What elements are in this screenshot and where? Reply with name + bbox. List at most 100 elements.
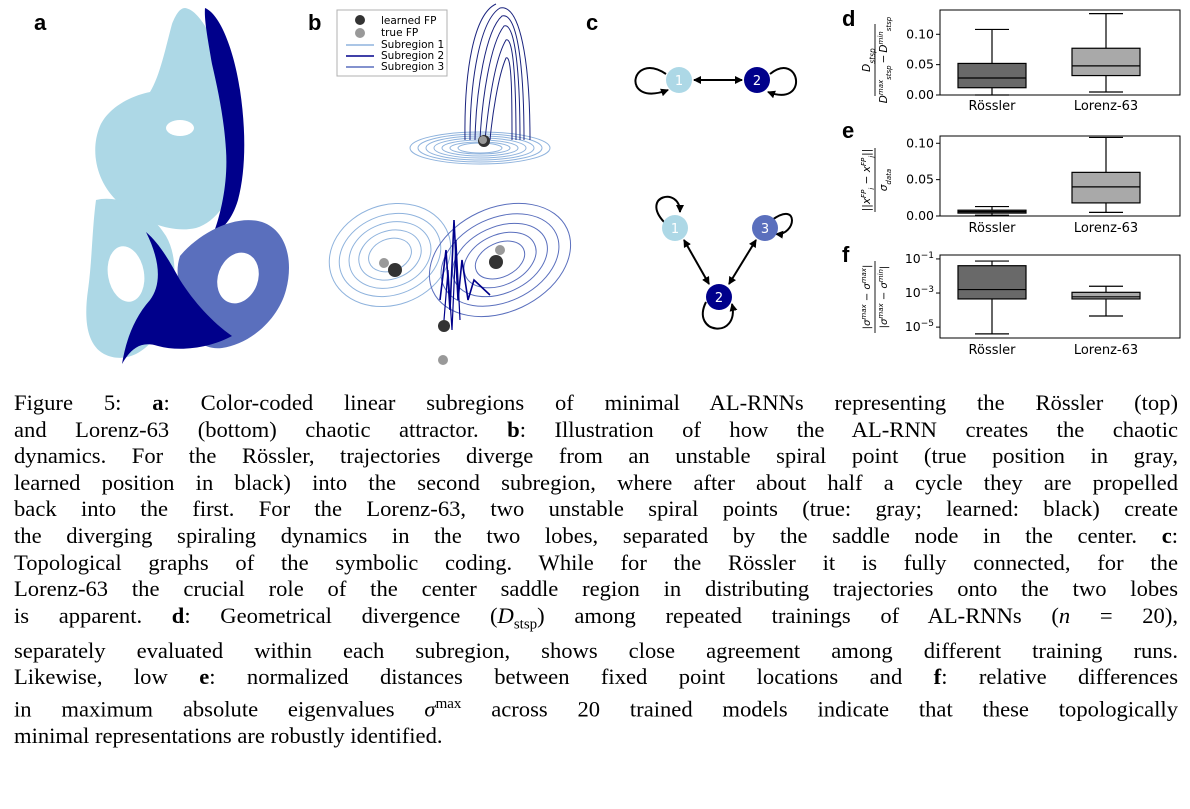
caption-text-9a: is apparent. xyxy=(14,602,172,628)
caption-line-1: Figure 5: a: Color-coded linear subregio… xyxy=(14,390,1178,417)
caption-ref-b: b xyxy=(507,416,520,442)
lorenz-self-loop-2 xyxy=(701,301,738,330)
lorenz-trajectories xyxy=(328,202,572,331)
rossler-self-loop-1 xyxy=(634,67,669,97)
rossler-self-loop-2 xyxy=(767,67,797,99)
caption-line-11: Likewise, low e: normalized distances be… xyxy=(14,664,1178,691)
caption-text-a: : Color-coded linear subregions of minim… xyxy=(163,390,1178,415)
ylabel-f-den-mid: − σ xyxy=(879,282,890,304)
caption-line-8: Lorenz-63 the crucial role of the center… xyxy=(14,576,1178,602)
caption-text-9h: = 20), xyxy=(1070,602,1178,628)
lorenz-node-1 xyxy=(662,215,688,241)
ylabel-d-den-a: D xyxy=(878,95,890,103)
box-iqr xyxy=(1071,47,1141,77)
ylabel-d-num: D xyxy=(861,64,873,72)
ylabel-f-den-sup2: min xyxy=(877,269,885,282)
box-iqr xyxy=(1071,171,1141,204)
y-tick-label: 10−5 xyxy=(905,319,934,334)
ylabel-e: ||xFPi − xFPj|| σdata xyxy=(860,148,893,212)
caption-text-2c: : Illustration of how the AL-RNN creates… xyxy=(519,416,1178,442)
y-tick-label: 0.00 xyxy=(906,208,934,223)
caption-line-12: in maximum absolute eigenvalues σmax acr… xyxy=(14,691,1178,723)
caption-text-6a: the diverging spiraling dynamics in the … xyxy=(14,522,1162,548)
rossler-attractor xyxy=(95,8,245,232)
axes-frame xyxy=(939,254,1181,339)
ylabel-f-num-mid: − σ xyxy=(862,283,873,305)
svg-text:Dstsp: Dstsp xyxy=(861,48,877,72)
caption-math-D: D xyxy=(497,602,514,628)
lorenz-node-1-label: 1 xyxy=(671,222,679,237)
legend-swatch-learned-fp xyxy=(355,15,365,25)
caption-label: Figure 5: xyxy=(14,390,122,415)
rossler-trajectories xyxy=(409,3,551,165)
legend-label-true-fp: true FP xyxy=(381,27,418,39)
panel-b-trajectories xyxy=(328,3,572,365)
x-tick-label: Rössler xyxy=(969,99,1017,114)
caption-line-9: is apparent. d: Geometrical divergence (… xyxy=(14,603,1178,638)
y-tick-label: 0.10 xyxy=(906,135,934,150)
caption-ref-d: d xyxy=(171,602,185,628)
rossler-graph: 1 2 xyxy=(634,67,797,99)
lorenz-node-3 xyxy=(752,215,778,241)
ylabel-e-num: ||x xyxy=(861,197,873,211)
ylabel-e-den-sub: data xyxy=(885,169,893,185)
caption-ref-f: f xyxy=(933,664,942,690)
figure-caption: Figure 5: a: Color-coded linear subregio… xyxy=(14,390,1178,750)
caption-line-4: learned position in black) into the seco… xyxy=(14,469,1178,495)
legend: learned FP true FP Subregion 1 Subregion… xyxy=(336,9,448,77)
ylabel-d-num-sub: stsp xyxy=(868,48,877,64)
ylabel-f-num-end: | xyxy=(862,265,873,268)
legend-label-learned-fp: learned FP xyxy=(381,15,436,27)
lorenz-attractor xyxy=(86,198,289,364)
ylabel-f-num-sup: max xyxy=(860,304,868,320)
caption-line-6: the diverging spiraling dynamics in the … xyxy=(14,523,1178,550)
lorenz-true-fp-left xyxy=(379,258,389,268)
figure-5: a b c d e f xyxy=(34,3,1181,365)
lorenz-hole-right xyxy=(217,252,259,304)
caption-text-11e: : relative differences xyxy=(941,664,1178,690)
lorenz-learned-fp-left xyxy=(388,263,402,277)
caption-line-10: separately evaluated within each subregi… xyxy=(14,637,1178,663)
panel-label-f: f xyxy=(842,242,850,267)
lorenz-edge-3-2 xyxy=(728,239,757,285)
legend-label-subregion-1: Subregion 1 xyxy=(381,39,444,51)
y-tick-label: 0.05 xyxy=(906,57,934,72)
caption-text-9f: ) among repeated trainings of AL-RNNs ( xyxy=(537,602,1059,628)
svg-text:σdata: σdata xyxy=(878,169,893,191)
caption-line-3: dynamics. For the Rössler, trajectories … xyxy=(14,443,1178,469)
ylabel-e-num-sup2: FP xyxy=(860,157,868,166)
ylabel-f: |σmax − σmax| |σmax − σmin| xyxy=(860,261,890,333)
box-1 xyxy=(1071,285,1141,317)
caption-line-7: Topological graphs of the symbolic codin… xyxy=(14,549,1178,575)
caption-line-2: and Lorenz-63 (bottom) chaotic attractor… xyxy=(14,417,1178,444)
lorenz-node-2 xyxy=(706,284,732,310)
rossler-true-fp xyxy=(479,136,487,144)
axes-frame xyxy=(939,9,1181,96)
rossler-subregion-1 xyxy=(95,8,238,230)
rossler-node-1-label: 1 xyxy=(675,74,683,89)
box-1 xyxy=(1071,136,1141,213)
ylabel-e-num-sub: i xyxy=(868,188,876,190)
ylabel-d-den-a-sup: max xyxy=(877,79,885,95)
rossler-hole xyxy=(166,120,194,136)
caption-math-stsp: stsp xyxy=(513,616,538,633)
caption-text-11a: Likewise, low xyxy=(14,664,200,690)
caption-text-9c: : Geometrical divergence ( xyxy=(184,602,498,628)
ylabel-f-den-sup: max xyxy=(877,302,885,318)
panel-label-a: a xyxy=(34,10,47,35)
ylabel-f-den: |σ xyxy=(879,318,890,328)
caption-math-max: max xyxy=(435,696,462,713)
y-tick-label: 0.05 xyxy=(906,172,934,187)
y-tick-label: 10−3 xyxy=(905,285,934,300)
ylabel-d-den-a-sub: stsp xyxy=(885,65,893,80)
y-tick-label: 0.00 xyxy=(906,87,934,102)
lorenz-true-saddle xyxy=(438,355,448,365)
panel-label-d: d xyxy=(842,6,855,31)
x-tick-label: Rössler xyxy=(969,343,1017,358)
ylabel-f-num: |σ xyxy=(862,319,873,329)
ylabel-e-num-sup: FP xyxy=(860,189,868,198)
lorenz-self-loop-3 xyxy=(771,212,793,239)
rossler-subregion-2 xyxy=(204,8,245,232)
caption-text-12a: in maximum absolute eigenvalues xyxy=(14,696,425,722)
